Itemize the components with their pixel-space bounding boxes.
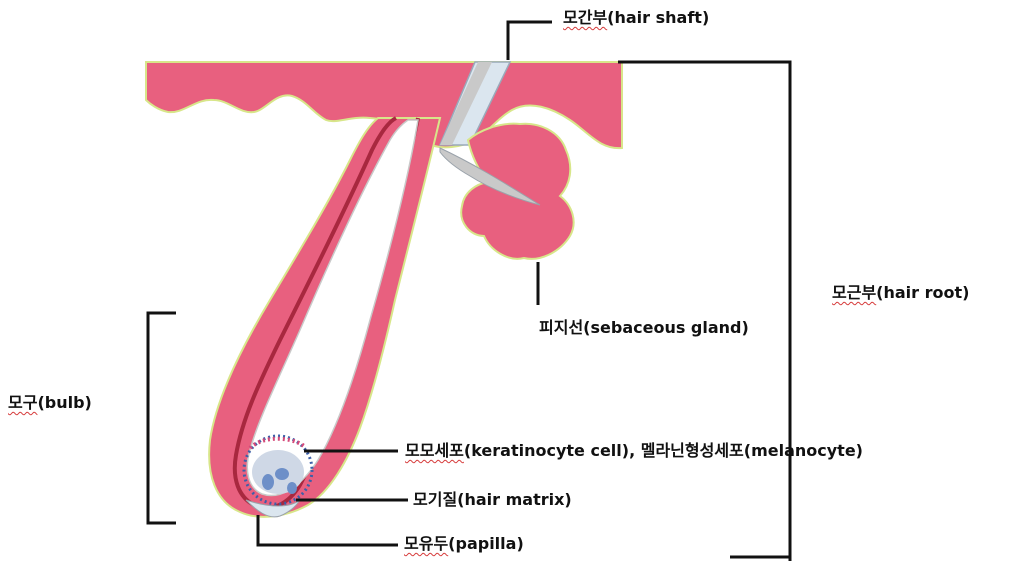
label-keratinocyte: 모모세포(keratinocyte cell), 멜라닌형성세포(melanoc… [405,441,863,461]
label-hair-shaft: 모간부(hair shaft) [563,8,709,28]
label-papilla-ko: 모유두 [404,534,448,553]
label-sebaceous-gland-ko: 피지선 [539,318,583,337]
label-hair-root-ko: 모근부 [832,283,876,302]
label-papilla-en: (papilla) [448,534,524,553]
label-hair-matrix-en: (hair matrix) [457,490,572,509]
leader-hair-shaft [508,22,552,60]
label-bulb-ko: 모구 [8,393,37,412]
cell-nucleus-3 [287,482,297,494]
label-keratinocyte-en: (keratinocyte cell), 멜라닌형성세포(melanocyte) [464,441,863,460]
bracket-hair-root [618,62,790,561]
label-hair-shaft-ko: 모간부 [563,8,607,27]
cell-nucleus-1 [262,474,274,490]
label-bulb: 모구(bulb) [8,393,92,413]
label-papilla: 모유두(papilla) [404,534,524,554]
label-hair-shaft-en: (hair shaft) [607,8,709,27]
label-hair-root-en: (hair root) [876,283,969,302]
leader-papilla [258,515,398,545]
label-hair-matrix: 모기질(hair matrix) [413,490,572,510]
bracket-bulb [148,313,176,523]
label-hair-root: 모근부(hair root) [832,283,969,303]
label-sebaceous-gland: 피지선(sebaceous gland) [539,318,749,338]
label-hair-matrix-ko: 모기질 [413,490,457,509]
label-sebaceous-gland-en: (sebaceous gland) [583,318,749,337]
cell-nucleus-2 [275,468,289,480]
label-bulb-en: (bulb) [37,393,91,412]
label-keratinocyte-ko: 모모세포 [405,441,464,460]
